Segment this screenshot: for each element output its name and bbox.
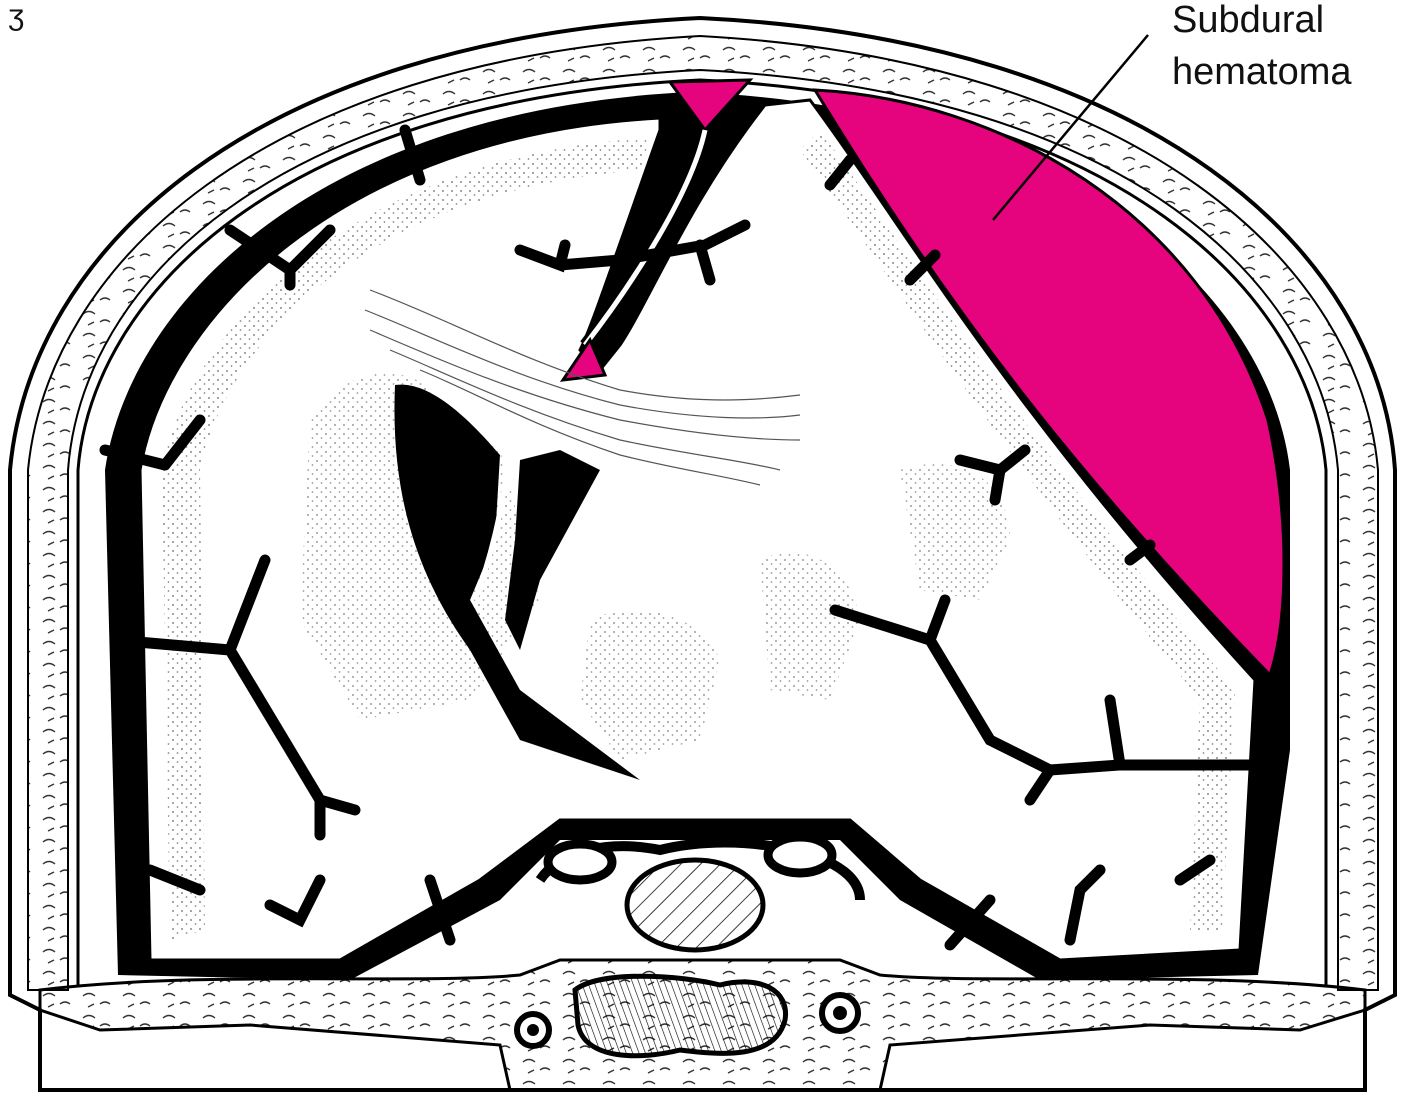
right-carotid-lumen xyxy=(833,1006,847,1020)
sella-pituitary xyxy=(575,976,786,1056)
left-basal-cistern xyxy=(548,844,612,880)
left-carotid-lumen xyxy=(527,1024,539,1036)
brainstem xyxy=(627,860,763,950)
hematoma-label-line1: Subdural xyxy=(1172,0,1324,42)
right-basal-cistern xyxy=(768,837,832,873)
corner-mark: ʒ xyxy=(8,0,24,38)
hematoma-label-line2: hematoma xyxy=(1172,50,1352,94)
